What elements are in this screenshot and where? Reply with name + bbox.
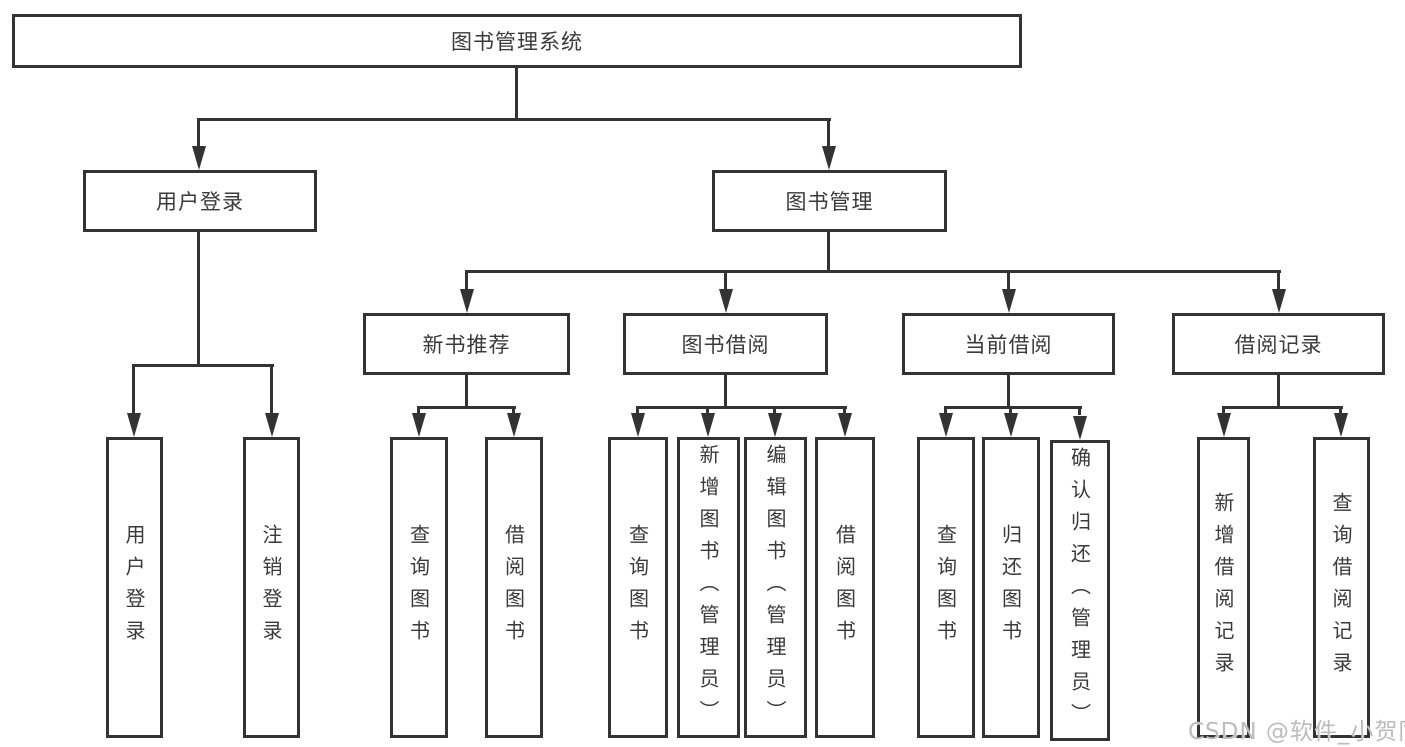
leaf-logout: 注销登录	[243, 437, 300, 738]
leaf-current-query-books: 查询图书	[917, 437, 975, 738]
leaf-add-borrow-record: 新增借阅记录	[1197, 437, 1250, 738]
leaf-borrow-query-books: 查询图书	[608, 437, 668, 738]
arrowhead-to-new-book-recommend-icon	[460, 289, 474, 313]
node-new-book-recommend: 新书推荐	[363, 313, 570, 375]
arrowhead-to-borrow-query-icon	[631, 413, 645, 437]
node-library-system-root: 图书管理系统	[12, 14, 1022, 68]
connector-to-leaf-user-login	[132, 364, 135, 414]
arrowhead-to-borrow-records-icon	[1272, 289, 1286, 313]
arrowhead-to-book-borrow-icon	[719, 289, 733, 313]
connector-to-leaf-logout	[270, 364, 273, 414]
connector-to-edit-books	[773, 406, 776, 415]
arrowhead-to-current-query-icon	[939, 413, 953, 437]
arrowhead-to-confirm-return-icon	[1073, 416, 1087, 440]
node-book-borrow: 图书借阅	[623, 313, 828, 375]
leaf-recommend-query-books: 查询图书	[390, 437, 448, 738]
connector-to-borrow-query	[636, 406, 639, 415]
connector-current-stem	[1007, 373, 1010, 408]
connector-recommend-stem	[465, 373, 468, 408]
connector-records-branch	[1222, 406, 1343, 409]
connector-to-book-borrow	[724, 270, 727, 290]
node-current-borrow: 当前借阅	[902, 313, 1115, 375]
connector-book-management-stem	[827, 232, 830, 272]
arrowhead-to-edit-books-icon	[768, 413, 782, 437]
connector-to-borrow-records	[1277, 270, 1280, 290]
connector-borrow-branch	[636, 406, 847, 409]
arrowhead-to-recommend-query-icon	[412, 413, 426, 437]
leaf-user-login: 用户登录	[106, 437, 163, 738]
connector-borrow-stem	[724, 373, 727, 408]
connector-to-user-login	[197, 118, 200, 148]
connector-root-branch	[198, 118, 831, 121]
leaf-edit-books-admin: 编辑图书（管理员）	[744, 437, 807, 738]
connector-recommend-branch	[417, 406, 516, 409]
connector-to-book-management	[827, 118, 830, 148]
connector-to-new-book-recommend	[465, 270, 468, 290]
leaf-recommend-borrow-books: 借阅图书	[485, 437, 543, 738]
connector-records-stem	[1277, 373, 1280, 408]
connector-root-stem	[515, 66, 518, 120]
connector-to-recommend-query	[417, 406, 420, 415]
arrowhead-to-leaf-user-login-icon	[127, 413, 141, 437]
connector-to-add-books	[706, 406, 709, 415]
leaf-borrow-books: 借阅图书	[815, 437, 875, 738]
connector-to-borrow-books	[843, 406, 846, 415]
arrowhead-to-current-borrow-icon	[1002, 289, 1016, 313]
arrowhead-to-add-record-icon	[1217, 413, 1231, 437]
connector-to-current-borrow	[1007, 270, 1010, 290]
arrowhead-to-add-books-icon	[701, 413, 715, 437]
connector-user-login-branch	[133, 364, 274, 367]
arrowhead-to-return-books-icon	[1004, 413, 1018, 437]
arrowhead-to-user-login-icon	[192, 146, 206, 170]
connector-user-login-stem	[197, 232, 200, 366]
node-book-management: 图书管理	[712, 170, 947, 232]
arrowhead-to-borrow-books-icon	[838, 413, 852, 437]
arrowhead-to-book-management-icon	[822, 146, 836, 170]
csdn-watermark: CSDN @软件_小贺同学	[1188, 719, 1405, 745]
leaf-query-borrow-record: 查询借阅记录	[1313, 437, 1370, 738]
connector-to-recommend-borrow	[512, 406, 515, 415]
leaf-add-books-admin: 新增图书（管理员）	[677, 437, 740, 738]
connector-to-add-record	[1222, 406, 1225, 415]
connector-to-query-record	[1339, 406, 1342, 415]
connector-to-return-books	[1009, 406, 1012, 415]
connector-current-branch	[944, 406, 1082, 409]
leaf-confirm-return-admin: 确认归还（管理员）	[1050, 440, 1110, 741]
connector-to-confirm-return	[1078, 406, 1081, 415]
arrowhead-to-leaf-logout-icon	[265, 413, 279, 437]
node-borrow-records: 借阅记录	[1172, 313, 1385, 375]
arrowhead-to-recommend-borrow-icon	[507, 413, 521, 437]
connector-to-current-query	[944, 406, 947, 415]
leaf-return-books: 归还图书	[982, 437, 1040, 738]
connector-level3-branch	[465, 270, 1281, 273]
node-user-login: 用户登录	[83, 170, 317, 232]
arrowhead-to-query-record-icon	[1334, 413, 1348, 437]
